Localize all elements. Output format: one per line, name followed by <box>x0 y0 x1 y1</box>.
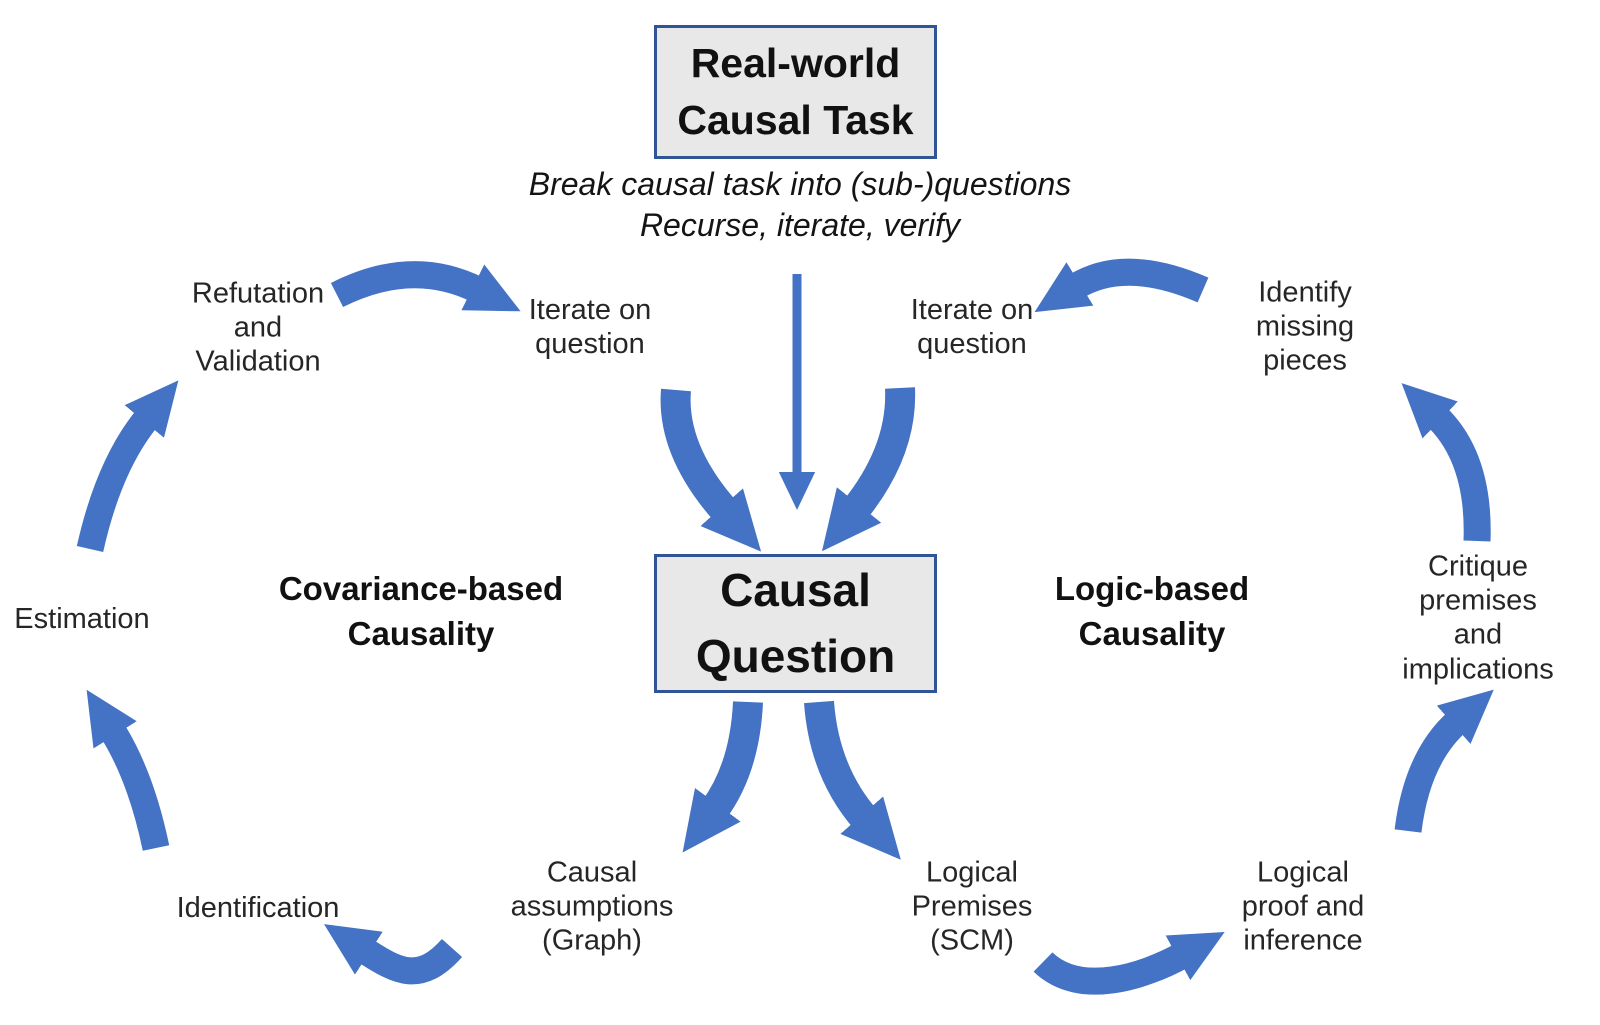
arrow-causal-assumptions-to-identification <box>324 924 463 985</box>
node-identification: Identification <box>176 891 340 924</box>
arrow-identification-to-estimation <box>86 689 170 851</box>
arrow-iterate-right-to-causal-question <box>821 387 916 552</box>
node-logical-premises-scm: Logical Premises (SCM) <box>911 856 1033 958</box>
node-critique-premises-implications: Critique premises and implications <box>1402 550 1554 686</box>
arrow-refutation-to-iterate-left <box>330 261 521 312</box>
node-refutation-and-validation: Refutation and Validation <box>191 277 325 379</box>
logic-based-causality-title: Logic-based Causality <box>1054 570 1250 652</box>
causal-question-box: Causal Question <box>654 554 937 693</box>
node-causal-assumptions-graph: Causal assumptions (Graph) <box>510 856 674 958</box>
node-identify-missing-pieces: Identify missing pieces <box>1255 276 1355 378</box>
node-estimation: Estimation <box>14 602 150 635</box>
arrow-critique-to-identify-missing <box>1401 383 1491 542</box>
node-logical-proof-inference: Logical proof and inference <box>1241 856 1365 958</box>
arrow-logical-premises-to-logical-proof <box>1033 931 1225 995</box>
arrow-iterate-left-to-causal-question <box>660 388 762 552</box>
task-decomposition-note: Break causal task into (sub-)questions R… <box>528 166 1072 243</box>
arrow-causal-question-to-causal-assumptions <box>682 701 763 853</box>
covariance-based-causality-title: Covariance-based Causality <box>278 570 564 652</box>
arrow-logical-proof-to-critique <box>1394 689 1494 833</box>
real-world-causal-task-box: Real-world Causal Task <box>654 25 937 159</box>
arrow-identify-missing-to-iterate-right <box>1034 258 1209 313</box>
arrow-causal-question-to-logical-premises <box>804 700 901 860</box>
node-iterate-on-question-right: Iterate on question <box>910 293 1034 360</box>
node-iterate-on-question-left: Iterate on question <box>528 293 652 360</box>
arrow-estimation-to-refutation <box>76 380 179 552</box>
